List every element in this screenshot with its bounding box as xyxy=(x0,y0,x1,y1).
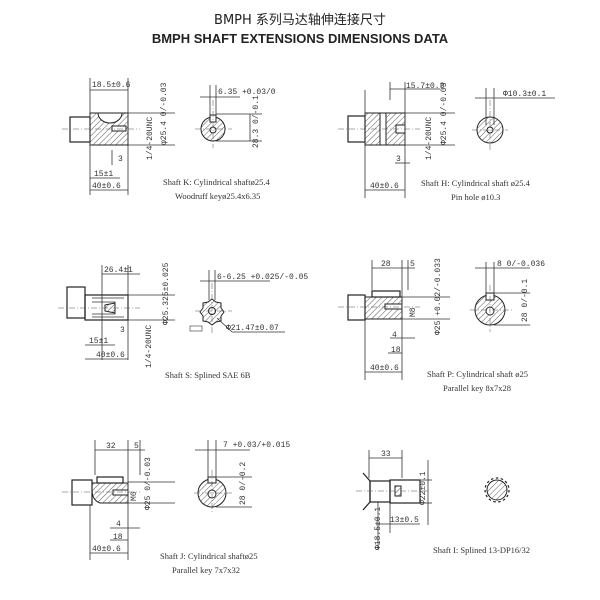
dim-j-18: 18 xyxy=(113,533,123,542)
shaft-p-drawing: 28 5 8 0/-0.036 M8 Φ25 +0.02/-0.033 28 0… xyxy=(338,258,545,393)
dim-p-40: 40±0.6 xyxy=(370,364,399,373)
caption-shaft-k: Shaft K: Cylindrical shaftø25.4 xyxy=(163,177,270,187)
dim-s-3: 3 xyxy=(120,326,125,335)
shaft-h-drawing: 15.7±0.3 Φ10.3±0.1 Φ25.4 0/-0.03 1/4-20U… xyxy=(338,82,555,202)
caption-shaft-s: Shaft S: Splined SAE 6B xyxy=(165,370,251,380)
dim-p-5: 5 xyxy=(410,260,415,269)
dim-k-15: 15±1 xyxy=(94,170,113,179)
dim-j-key-height: 28 0/-0.2 xyxy=(239,462,248,505)
shaft-i-drawing: 33 Φ22±0.1 13±0.5 Φ18.5±0.1 Shaft I: Spl… xyxy=(356,450,530,555)
dim-p-key-length: 28 xyxy=(381,260,391,269)
dim-h-3: 3 xyxy=(396,155,401,164)
dim-p-thread: M8 xyxy=(409,307,418,317)
dim-s-minor-diameter: Φ21.47±0.07 xyxy=(226,324,279,333)
dim-k-key-height: 28.3 0/-0.1 xyxy=(252,95,261,148)
caption-shaft-k-key: Woodruff keyø25.4x6.35 xyxy=(175,191,260,201)
caption-shaft-j: Shaft J: Cylindrical shaftø25 xyxy=(160,551,258,561)
dim-h-diameter: Φ25.4 0/-0.03 xyxy=(440,82,449,145)
dim-i-length: 33 xyxy=(381,450,391,459)
dim-j-40: 40±0.6 xyxy=(92,545,121,554)
dim-s-diameter: Φ25.325±0.025 xyxy=(162,262,171,325)
dim-k-40: 40±0.6 xyxy=(92,182,121,191)
caption-shaft-h-pin: Pin hole ø10.3 xyxy=(451,192,500,202)
caption-shaft-p-key: Parallel key 8x7x28 xyxy=(443,383,511,393)
caption-shaft-p: Shaft P: Cylindrical shaft ø25 xyxy=(427,369,528,379)
dim-j-key-length: 32 xyxy=(106,442,116,451)
title-english: BMPH SHAFT EXTENSIONS DIMENSIONS DATA xyxy=(151,31,449,46)
shaft-s-drawing: 26.4±1 6-6.25 +0.025/-0.05 Φ25.325±0.025… xyxy=(58,262,308,380)
dim-k-diameter: φ25.4 0/-0.03 xyxy=(160,82,169,145)
dim-s-thread: 1/4-20UNC xyxy=(145,325,154,368)
dim-j-diameter: Φ25 0/-0.03 xyxy=(144,457,153,510)
shaft-k-drawing: 18.5±0.6 6.35 +0.03/0 28.3 0/-0.1 1/4-20… xyxy=(62,78,276,201)
dim-s-15: 15±1 xyxy=(89,337,108,346)
dim-p-key-height: 28 0/-0.1 xyxy=(521,279,530,322)
dim-p-18: 18 xyxy=(391,346,401,355)
dim-k-key-width: 6.35 +0.03/0 xyxy=(218,88,276,97)
caption-shaft-i: Shaft I: Splined 13-DP16/32 xyxy=(433,545,530,555)
title-chinese: BMPH 系列马达轴伸连接尺寸 xyxy=(214,13,386,28)
dim-j-5: 5 xyxy=(134,442,139,451)
dim-s-length: 26.4±1 xyxy=(104,266,133,275)
dim-p-diameter: Φ25 +0.02/-0.033 xyxy=(434,258,443,335)
dim-s-spline-width: 6-6.25 +0.025/-0.05 xyxy=(217,273,308,282)
shaft-j-drawing: 32 5 7 +0.03/+0.015 M6 Φ25 0/-0.03 28 0/… xyxy=(62,440,290,575)
dim-k-length: 18.5±0.6 xyxy=(92,81,131,90)
dim-j-thread: M6 xyxy=(130,491,139,501)
dim-k-3: 3 xyxy=(118,155,123,164)
dim-s-40: 40±0.6 xyxy=(96,351,125,360)
dim-h-40: 40±0.6 xyxy=(370,182,399,191)
dim-i-13: 13±0.5 xyxy=(390,516,419,525)
dim-p-key-width: 8 0/-0.036 xyxy=(497,260,545,269)
dim-i-diameter: Φ22±0.1 xyxy=(419,471,428,505)
dim-k-thread: 1/4-20UNC xyxy=(146,117,155,160)
dim-j-4: 4 xyxy=(116,520,121,529)
dim-h-length: 15.7±0.3 xyxy=(406,82,445,91)
caption-shaft-j-key: Parallel key 7x7x32 xyxy=(172,565,240,575)
dim-h-pin-hole: Φ10.3±0.1 xyxy=(503,90,546,99)
dim-j-key-width: 7 +0.03/+0.015 xyxy=(223,441,290,450)
dim-i-inner-diameter: Φ18.5±0.1 xyxy=(374,507,383,550)
dim-h-thread: 1/4-20UNC xyxy=(425,117,434,160)
caption-shaft-h: Shaft H: Cylindrical shaft ø25.4 xyxy=(421,178,531,188)
dim-p-4: 4 xyxy=(392,331,397,340)
